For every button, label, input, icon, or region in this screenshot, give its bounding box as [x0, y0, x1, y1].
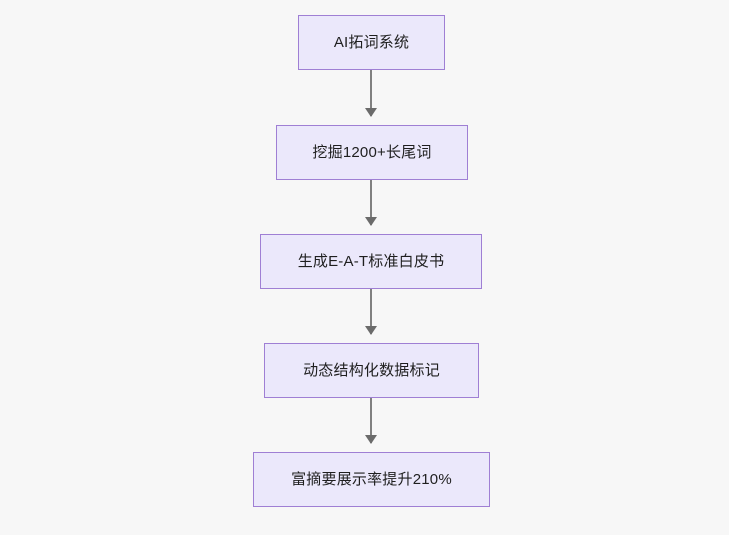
flow-node-label: 富摘要展示率提升210%: [291, 471, 452, 488]
flow-node-ai-keyword-system[interactable]: AI拓词系统: [298, 15, 445, 70]
arrowhead-n2-n3: [365, 217, 377, 226]
flow-node-label: 动态结构化数据标记: [303, 362, 440, 379]
edge-n3-n4: [370, 289, 372, 334]
flow-node-mine-longtail-keywords[interactable]: 挖掘1200+长尾词: [276, 125, 468, 180]
flow-node-dynamic-structured-data-markup[interactable]: 动态结构化数据标记: [264, 343, 479, 398]
flow-node-rich-snippet-rate-increase[interactable]: 富摘要展示率提升210%: [253, 452, 490, 507]
arrowhead-n3-n4: [365, 326, 377, 335]
edge-n4-n5: [370, 398, 372, 443]
arrowhead-n1-n2: [365, 108, 377, 117]
edge-n1-n2: [370, 70, 372, 116]
flow-node-label: AI拓词系统: [333, 34, 410, 51]
flow-node-generate-eat-whitepaper[interactable]: 生成E-A-T标准白皮书: [260, 234, 482, 289]
flow-node-label: 生成E-A-T标准白皮书: [297, 253, 445, 270]
arrowhead-n4-n5: [365, 435, 377, 444]
flow-node-label: 挖掘1200+长尾词: [312, 144, 432, 161]
edge-n2-n3: [370, 180, 372, 225]
